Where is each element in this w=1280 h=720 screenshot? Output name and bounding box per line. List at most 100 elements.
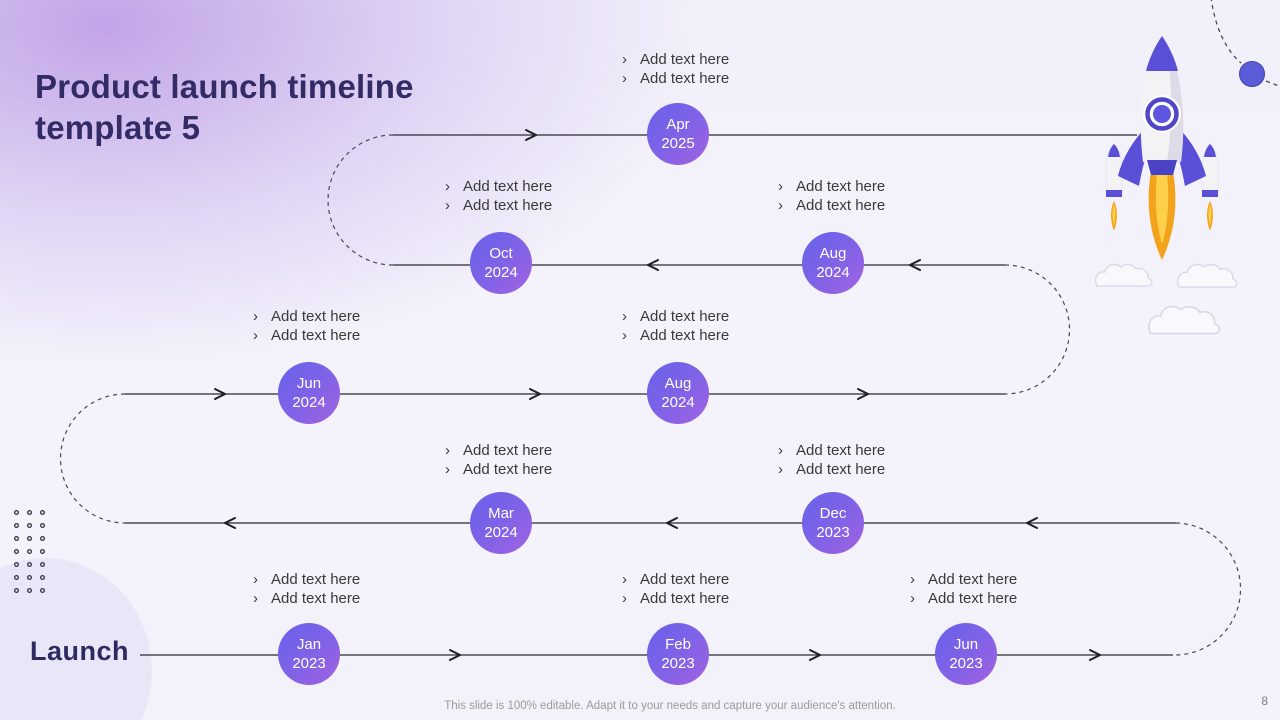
note-group-jun-2024: › Add text here › Add text here	[253, 307, 360, 345]
note-item[interactable]: › Add text here	[778, 177, 885, 196]
note-group-mar-2024: › Add text here › Add text here	[445, 441, 552, 479]
note-item[interactable]: › Add text here	[778, 460, 885, 479]
note-text: Add text here	[463, 461, 553, 478]
chevron-bullet-icon: ›	[622, 571, 627, 588]
note-text: Add text here	[271, 571, 361, 588]
note-text: Add text here	[640, 70, 730, 87]
node-month: Dec	[819, 505, 847, 522]
timeline-node-dec-2023[interactable]: Dec 2023	[802, 492, 864, 554]
chevron-bullet-icon: ›	[910, 571, 915, 588]
timeline-node-jun-2023[interactable]: Jun 2023	[935, 623, 997, 685]
chevron-bullet-icon: ›	[910, 590, 915, 607]
note-item[interactable]: › Add text here	[622, 50, 729, 69]
note-text: Add text here	[640, 308, 730, 325]
page-number: 8	[1261, 694, 1268, 708]
launch-label: Launch	[30, 636, 130, 666]
page-title: Product launch timeline template 5	[35, 68, 414, 147]
chevron-bullet-icon: ›	[778, 461, 783, 478]
note-item[interactable]: › Add text here	[778, 441, 885, 460]
node-year: 2023	[292, 655, 326, 672]
note-group-aug-2024-b: › Add text here › Add text here	[778, 177, 885, 215]
note-item[interactable]: › Add text here	[622, 326, 729, 345]
note-group-jan-2023: › Add text here › Add text here	[253, 570, 360, 608]
node-month: Oct	[489, 245, 513, 262]
note-group-oct-2024: › Add text here › Add text here	[445, 177, 552, 215]
timeline-node-apr-2025[interactable]: Apr 2025	[647, 103, 709, 165]
chevron-bullet-icon: ›	[445, 442, 450, 459]
note-text: Add text here	[796, 442, 886, 459]
dashed-turn-arcs	[59, 134, 1242, 656]
node-year: 2024	[661, 394, 695, 411]
timeline-node-oct-2024[interactable]: Oct 2024	[470, 232, 532, 294]
editable-note: This slide is 100% editable. Adapt it to…	[444, 700, 896, 712]
note-text: Add text here	[271, 308, 361, 325]
note-group-aug-2024-a: › Add text here › Add text here	[622, 307, 729, 345]
orbit-dashed-arc	[1210, 0, 1242, 64]
note-item[interactable]: › Add text here	[445, 460, 552, 479]
background-blob-top-left	[0, 0, 690, 360]
note-text: Add text here	[463, 197, 553, 214]
node-year: 2024	[484, 524, 518, 541]
note-text: Add text here	[640, 590, 730, 607]
note-text: Add text here	[796, 178, 886, 195]
cloud-icons	[1094, 263, 1238, 335]
note-item[interactable]: › Add text here	[622, 307, 729, 326]
chevron-bullet-icon: ›	[253, 308, 258, 325]
node-year: 2025	[661, 135, 695, 152]
note-item[interactable]: › Add text here	[622, 69, 729, 88]
chevron-bullet-icon: ›	[445, 461, 450, 478]
chevron-bullet-icon: ›	[622, 308, 627, 325]
timeline-node-jan-2023[interactable]: Jan 2023	[278, 623, 340, 685]
node-month: Jan	[296, 636, 322, 653]
note-group-apr-2025: › Add text here › Add text here	[622, 50, 729, 88]
chevron-bullet-icon: ›	[253, 571, 258, 588]
node-month: Mar	[488, 505, 514, 522]
node-month: Aug	[664, 375, 692, 392]
chevron-bullet-icon: ›	[445, 178, 450, 195]
chevron-bullet-icon: ›	[622, 327, 627, 344]
node-year: 2023	[816, 524, 850, 541]
note-item[interactable]: › Add text here	[253, 307, 360, 326]
timeline-node-aug-2024-b[interactable]: Aug 2024	[802, 232, 864, 294]
node-month: Jun	[953, 636, 979, 653]
note-item[interactable]: › Add text here	[253, 570, 360, 589]
note-item[interactable]: › Add text here	[445, 196, 552, 215]
note-item[interactable]: › Add text here	[778, 196, 885, 215]
note-text: Add text here	[928, 590, 1018, 607]
timeline-node-aug-2024-a[interactable]: Aug 2024	[647, 362, 709, 424]
chevron-bullet-icon: ›	[622, 70, 627, 87]
note-item[interactable]: › Add text here	[622, 570, 729, 589]
chevron-bullet-icon: ›	[253, 327, 258, 344]
node-month: Jun	[296, 375, 322, 392]
timeline-node-mar-2024[interactable]: Mar 2024	[470, 492, 532, 554]
note-group-jun-2023: › Add text here › Add text here	[910, 570, 1017, 608]
chevron-bullet-icon: ›	[778, 197, 783, 214]
arrowheads	[214, 129, 1103, 661]
note-text: Add text here	[271, 590, 361, 607]
orbit-dashed-tail	[1265, 80, 1280, 88]
timeline-node-jun-2024[interactable]: Jun 2024	[278, 362, 340, 424]
node-year: 2023	[661, 655, 695, 672]
node-year: 2024	[816, 264, 850, 281]
note-item[interactable]: › Add text here	[253, 589, 360, 608]
node-year: 2024	[484, 264, 518, 281]
note-text: Add text here	[271, 327, 361, 344]
timeline-node-feb-2023[interactable]: Feb 2023	[647, 623, 709, 685]
chevron-bullet-icon: ›	[778, 442, 783, 459]
note-item[interactable]: › Add text here	[910, 589, 1017, 608]
dot-grid-decoration	[10, 506, 51, 599]
note-text: Add text here	[463, 442, 553, 459]
rocket-icon	[1105, 36, 1219, 260]
note-item[interactable]: › Add text here	[253, 326, 360, 345]
note-item[interactable]: › Add text here	[622, 589, 729, 608]
note-item[interactable]: › Add text here	[445, 441, 552, 460]
node-year: 2023	[949, 655, 983, 672]
note-group-dec-2023: › Add text here › Add text here	[778, 441, 885, 479]
note-item[interactable]: › Add text here	[445, 177, 552, 196]
note-group-feb-2023: › Add text here › Add text here	[622, 570, 729, 608]
node-month: Feb	[665, 636, 691, 653]
chevron-bullet-icon: ›	[445, 197, 450, 214]
note-text: Add text here	[640, 51, 730, 68]
note-item[interactable]: › Add text here	[910, 570, 1017, 589]
node-year: 2024	[292, 394, 326, 411]
